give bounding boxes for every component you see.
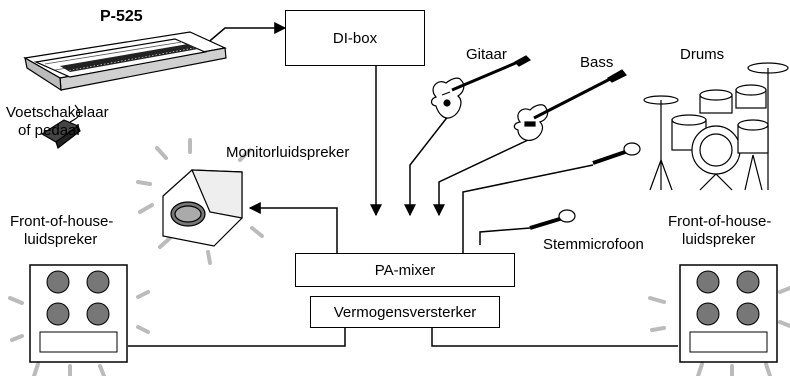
guitar-to-mixer-line bbox=[410, 115, 449, 215]
foh-left-label-line1: Front-of-house- bbox=[10, 213, 113, 231]
drum-microphone-icon bbox=[593, 143, 640, 163]
footswitch-label-line2: of pedaal bbox=[6, 122, 109, 140]
foh-right-label-line1: Front-of-house- bbox=[668, 213, 771, 231]
footswitch-label: Voetschakelaar of pedaal bbox=[6, 104, 109, 140]
pa-mixer-box: PA-mixer bbox=[295, 253, 515, 287]
vocal-microphone-icon bbox=[530, 210, 575, 228]
di-box: DI-box bbox=[285, 10, 425, 66]
amplifier-label: Vermogensversterker bbox=[334, 304, 477, 321]
guitar-label: Gitaar bbox=[466, 46, 507, 64]
foh-speaker-left-icon bbox=[10, 265, 148, 376]
di-box-label: DI-box bbox=[333, 30, 377, 47]
pa-mixer-label: PA-mixer bbox=[375, 262, 436, 279]
foh-right-label-line2: luidspreker bbox=[668, 231, 771, 249]
foh-speaker-right-icon bbox=[650, 265, 790, 376]
piano-icon bbox=[25, 32, 226, 90]
foh-left-label-line2: luidspreker bbox=[10, 231, 113, 249]
drum-kit-icon bbox=[644, 63, 788, 190]
bass-icon bbox=[514, 70, 626, 140]
bass-label: Bass bbox=[580, 54, 613, 72]
footswitch-label-line1: Voetschakelaar bbox=[6, 104, 109, 122]
foh-right-label: Front-of-house- luidspreker bbox=[668, 213, 771, 249]
amplifier-box: Vermogensversterker bbox=[310, 296, 500, 328]
monitor-label: Monitorluidspreker bbox=[226, 144, 349, 162]
amp-to-foh-right-line bbox=[432, 327, 678, 346]
foh-left-label: Front-of-house- luidspreker bbox=[10, 213, 113, 249]
vocal-mic-label: Stemmicrofoon bbox=[543, 236, 644, 254]
piano-model-label: P-525 bbox=[100, 8, 143, 26]
guitar-icon bbox=[432, 56, 531, 118]
piano-to-dibox-line bbox=[205, 28, 285, 45]
amp-to-foh-left-line bbox=[128, 327, 345, 346]
drums-label: Drums bbox=[680, 46, 724, 64]
vocal-mic-to-mixer-line bbox=[480, 228, 530, 245]
bass-to-mixer-line bbox=[439, 140, 528, 215]
mixer-to-monitor-line bbox=[250, 208, 337, 253]
